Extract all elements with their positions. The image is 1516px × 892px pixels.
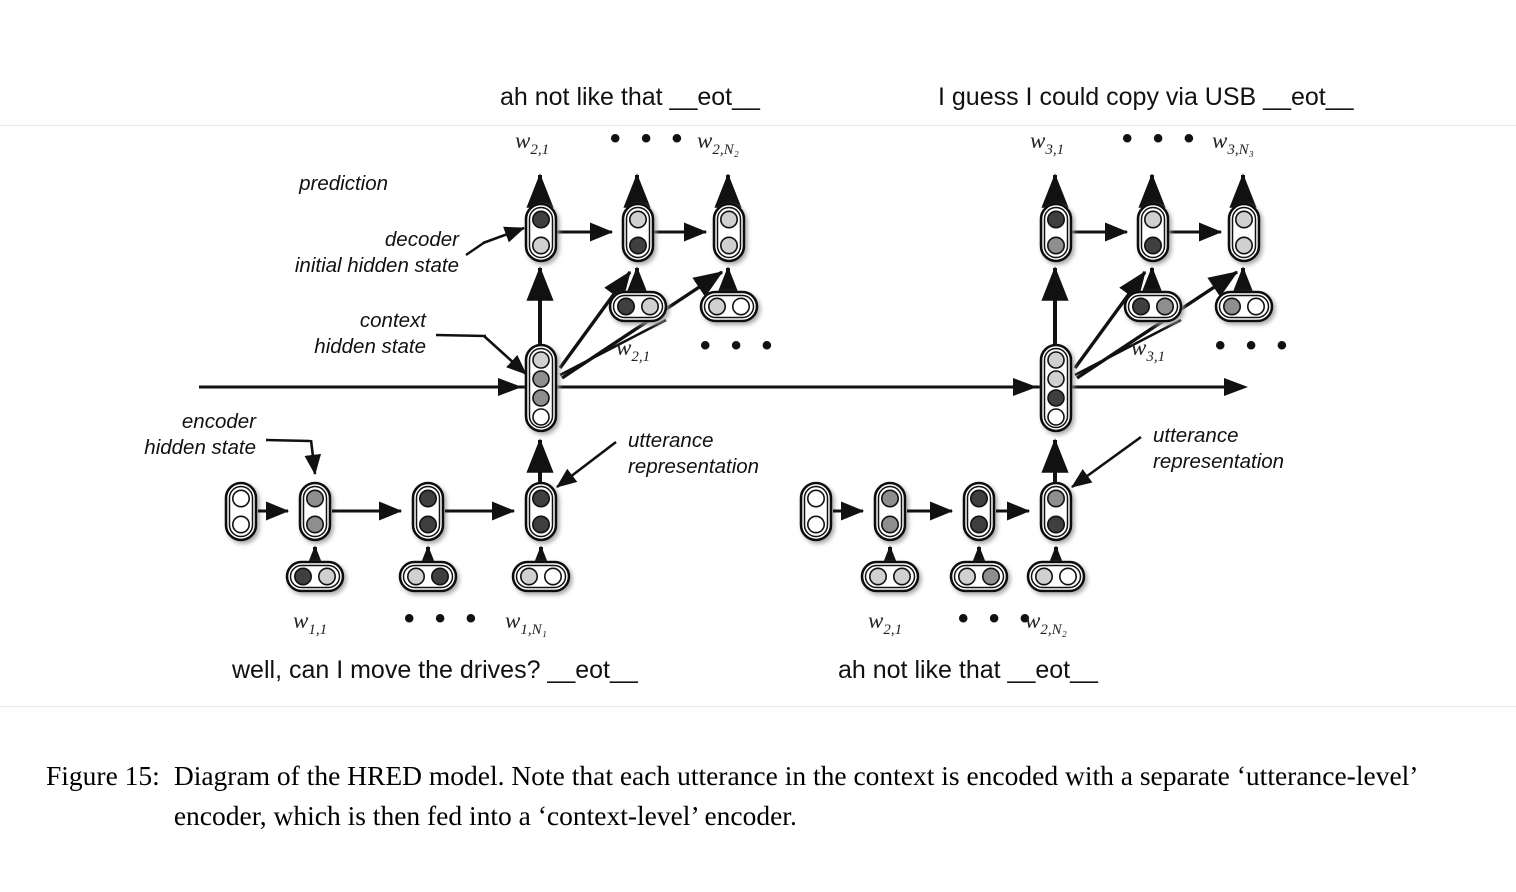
encoder-right-word-ellipsis: • • • xyxy=(958,602,1036,635)
encoder-right-cell-1 xyxy=(873,481,907,542)
encoder-right-embedding-1 xyxy=(860,560,920,593)
encoder-right-cell-3 xyxy=(1039,481,1073,542)
leader-context-hidden-state xyxy=(435,333,527,375)
decoder-left-cell-3 xyxy=(712,202,746,263)
decoder-right-cell-2 xyxy=(1136,202,1170,263)
leader-encoder-hidden-state xyxy=(265,438,322,476)
figure-caption-text: Diagram of the HRED model. Note that eac… xyxy=(173,760,1417,831)
decoder-right-embedding-label: w3,1 xyxy=(1131,335,1165,365)
figure-caption: Figure 15: Diagram of the HRED model. No… xyxy=(0,742,1516,892)
decoder-right-word-first: w3,1 xyxy=(1030,128,1064,158)
context-hidden-state-right xyxy=(1039,343,1073,433)
decoder-left-embedding-ellipsis: • • • xyxy=(700,329,778,362)
annotation-decoder-initial-line2: initial hidden state xyxy=(295,254,459,277)
encoder-left-word-last: w1,N₁ xyxy=(505,608,547,638)
leader-decoder-initial xyxy=(465,226,525,256)
encoder-right-word-first: w2,1 xyxy=(868,608,902,638)
hred-diagram: ah not like that __eot__ w2,1 • • • w2,N… xyxy=(144,83,1355,684)
annotation-encoder-line2: hidden state xyxy=(144,436,256,459)
annotation-decoder-initial-line1: decoder xyxy=(385,228,460,251)
leader-utterance-rep-left xyxy=(556,440,617,489)
page-rule-bottom xyxy=(0,706,1516,707)
annotation-utterance-rep-left-line1: utterance xyxy=(628,429,713,452)
decoder-right-word-ellipsis: • • • xyxy=(1122,122,1200,155)
decoder-right-cell-3 xyxy=(1227,202,1261,263)
encoder-right-word-last: w2,N₂ xyxy=(1025,608,1067,638)
decoder-left-embedding-1 xyxy=(608,290,668,323)
annotation-prediction: prediction xyxy=(298,172,388,195)
annotation-encoder-line1: encoder xyxy=(182,410,257,433)
encoder-right-cell-2 xyxy=(962,481,996,542)
decoder-right-embedding-1 xyxy=(1123,290,1183,323)
decoder-right-embedding-ellipsis: • • • xyxy=(1215,329,1293,362)
annotation-utterance-rep-right-line1: utterance xyxy=(1153,424,1238,447)
annotation-context-line2: hidden state xyxy=(314,335,426,358)
encoder-left-cell-3 xyxy=(524,481,558,542)
encoder-right-embedding-3 xyxy=(1026,560,1086,593)
decoder-left-prediction-arrows xyxy=(526,173,742,208)
decoder-right-word-last: w3,N₃ xyxy=(1212,128,1254,158)
decoder-left-embedding-label: w2,1 xyxy=(616,335,650,365)
encoder-left-init xyxy=(224,481,258,542)
annotation-utterance-rep-right-line2: representation xyxy=(1153,450,1284,473)
decoder-left-cell-2 xyxy=(621,202,655,263)
encoder-left-cell-1 xyxy=(298,481,332,542)
encoder-right-input-text: ah not like that __eot__ xyxy=(838,656,1099,684)
decoder-left-word-last: w2,N₂ xyxy=(697,128,739,158)
figure-number: Figure 15: xyxy=(46,760,160,791)
encoder-right-input-arrows xyxy=(876,545,1070,580)
decoder-left-output-text: ah not like that __eot__ xyxy=(500,83,761,111)
annotation-utterance-rep-left-line2: representation xyxy=(628,455,759,478)
diagram-canvas: ah not like that __eot__ w2,1 • • • w2,N… xyxy=(144,83,1355,684)
encoder-left-cell-2 xyxy=(411,481,445,542)
decoder-right-output-text: I guess I could copy via USB __eot__ xyxy=(938,83,1355,111)
decoder-left-context-links xyxy=(558,270,724,380)
encoder-left-embedding-3 xyxy=(511,560,571,593)
encoder-left-embedding-2 xyxy=(398,560,458,593)
leader-utterance-rep-right xyxy=(1071,435,1142,489)
encoder-left-word-first: w1,1 xyxy=(293,608,327,638)
encoder-left-input-arrows xyxy=(301,545,555,580)
encoder-right-init xyxy=(799,481,833,542)
decoder-right-prediction-arrows xyxy=(1041,173,1257,208)
encoder-left-word-ellipsis: • • • xyxy=(404,602,482,635)
decoder-right-embedding-2 xyxy=(1214,290,1274,323)
decoder-left-cell-1 xyxy=(524,202,558,263)
decoder-left-word-ellipsis: • • • xyxy=(610,122,688,155)
page-rule-top xyxy=(0,125,1516,126)
decoder-right-cell-1 xyxy=(1039,202,1073,263)
decoder-left-word-first: w2,1 xyxy=(515,128,549,158)
context-timeline-arrow xyxy=(199,378,1248,396)
encoder-right-embedding-2 xyxy=(949,560,1009,593)
encoder-left-input-text: well, can I move the drives? __eot__ xyxy=(231,656,639,684)
context-hidden-state-left xyxy=(524,343,558,433)
decoder-right-context-links xyxy=(1073,270,1239,380)
encoder-left-embedding-1 xyxy=(285,560,345,593)
decoder-left-embedding-2 xyxy=(699,290,759,323)
annotation-context-line1: context xyxy=(360,309,427,332)
